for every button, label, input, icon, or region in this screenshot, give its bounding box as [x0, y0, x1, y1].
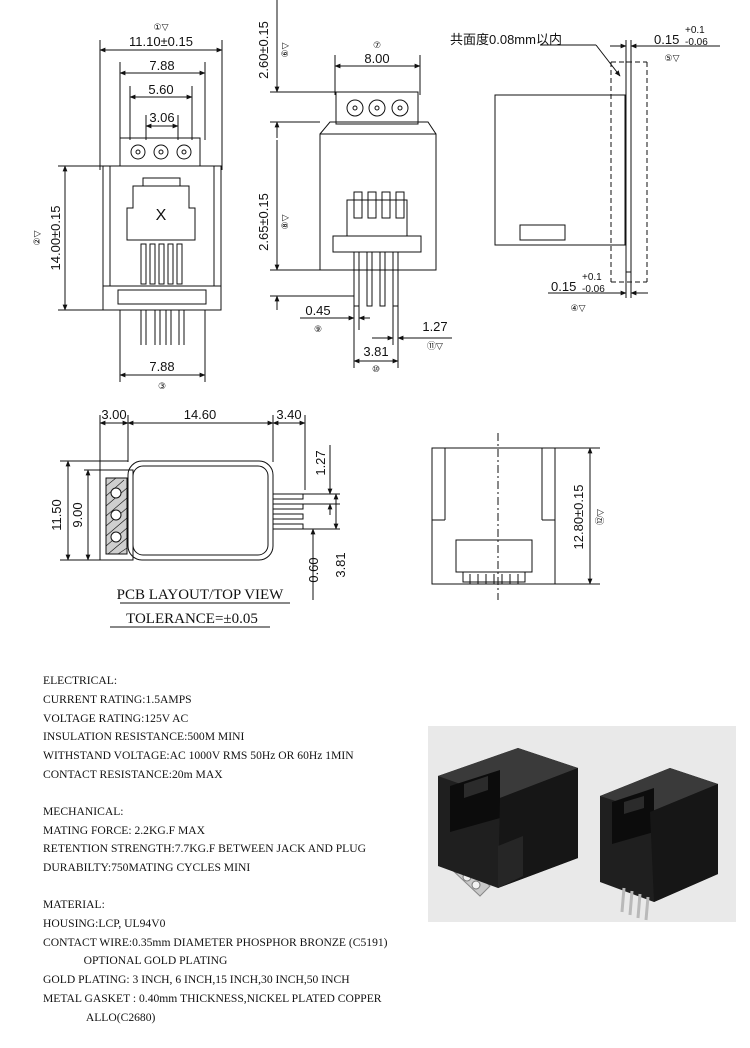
- pcb-right-offset: 3.40: [276, 407, 301, 422]
- gasket-span-dim: 5.60: [148, 82, 173, 97]
- pcb-pin-pitch: 1.27: [313, 450, 328, 475]
- mechanical-heading: MECHANICAL:: [43, 804, 124, 818]
- jack-photo-right: [600, 768, 718, 921]
- material-heading: MATERIAL:: [43, 897, 105, 911]
- overall-width-mark: ①▽: [154, 22, 169, 32]
- pcb-outer-height: 11.50: [49, 499, 64, 531]
- material-line: METAL GASKET : 0.40mm THICKNESS,NICKEL P…: [43, 991, 382, 1005]
- gap-top-mark: ⑤▽: [665, 53, 680, 63]
- pin-width-mark: ⑨: [314, 324, 322, 334]
- pcb-left-offset: 3.00: [101, 407, 126, 422]
- side-view-right: [494, 40, 720, 298]
- front-view: [431, 433, 600, 600]
- gap-bottom-base: 0.15: [551, 279, 576, 294]
- terminal-height-dim: 2.65±0.15: [256, 193, 271, 251]
- pin-span-bottom-mark: ③: [158, 381, 166, 391]
- gasket-height-dim: 2.60±0.15: [256, 21, 271, 79]
- pcb-inner-height: 9.00: [70, 502, 85, 527]
- pin-pitch-dim: 1.27: [422, 319, 447, 334]
- pin-span-bottom-dim: 7.88: [149, 359, 174, 374]
- electrical-line: WITHSTAND VOLTAGE:AC 1000V RMS 50Hz OR 6…: [43, 749, 354, 763]
- window-span-dim: 3.06: [149, 110, 174, 125]
- mechanical-line: MATING FORCE: 2.2KG.F MAX: [43, 823, 206, 837]
- gap-bottom-minus: -0.06: [582, 284, 605, 295]
- pin-width-dim: 0.45: [305, 303, 330, 318]
- front-height-dim: 12.80±0.15: [571, 485, 586, 550]
- terminal-height-mark: ⑧▽: [280, 214, 290, 229]
- electrical-line: CONTACT RESISTANCE:20m MAX: [43, 767, 223, 781]
- pcb-pin-offset: 0.60: [306, 557, 321, 582]
- gap-top-plus: +0.1: [685, 25, 705, 36]
- mechanical-line: DURABILTY:750MATING CYCLES MINI: [43, 861, 251, 875]
- electrical-line: VOLTAGE RATING:125V AC: [43, 711, 189, 725]
- body-height-mark: ②▽: [32, 230, 42, 245]
- pcb-pin-span: 3.81: [333, 552, 348, 577]
- pcb-layout-view: [60, 415, 340, 628]
- side-view-middle: [270, 0, 452, 368]
- material-line: ALLO(C2680): [43, 1010, 156, 1024]
- front-height-mark: ⑫▽: [595, 509, 605, 525]
- mechanical-line: RETENTION STRENGTH:7.7KG.F BETWEEN JACK …: [43, 842, 366, 856]
- gap-top-minus: -0.06: [685, 37, 708, 48]
- pin-span-dim: 3.81: [363, 344, 388, 359]
- material-line: OPTIONAL GOLD PLATING: [43, 954, 228, 968]
- pcb-title: PCB LAYOUT/TOP VIEW: [117, 587, 285, 603]
- body-height-dim: 14.00±0.15: [48, 206, 63, 271]
- gap-bottom-plus: +0.1: [582, 272, 602, 283]
- electrical-heading: ELECTRICAL:: [43, 674, 118, 687]
- spec-list: ELECTRICAL: CURRENT RATING:1.5AMPS VOLTA…: [43, 672, 463, 1028]
- gasket-width-mark: ⑦: [373, 40, 381, 50]
- gasket-width-dim: 8.00: [364, 51, 389, 66]
- jack-photo-left: [438, 748, 578, 897]
- material-line: HOUSING:LCP, UL94V0: [43, 916, 166, 930]
- gap-bottom-mark: ④▽: [571, 303, 586, 313]
- cross-mark: X: [156, 207, 167, 224]
- flatness-note: 共面度0.08mm以内: [450, 32, 562, 47]
- overall-width-dim: 11.10±0.15: [129, 34, 193, 49]
- top-left-view: [58, 40, 223, 382]
- electrical-line: INSULATION RESISTANCE:500M MINI: [43, 730, 245, 744]
- gap-top-base: 0.15: [654, 32, 679, 47]
- material-line: GOLD PLATING: 3 INCH, 6 INCH,15 INCH,30 …: [43, 973, 350, 987]
- pcb-tolerance: TOLERANCE=±0.05: [126, 611, 258, 627]
- pin-pitch-mark: ⑪▽: [427, 341, 443, 351]
- pcb-body-length: 14.60: [184, 407, 217, 422]
- electrical-line: CURRENT RATING:1.5AMPS: [43, 692, 192, 706]
- product-photo: [428, 726, 736, 922]
- pin-span-top-dim: 7.88: [149, 58, 174, 73]
- pin-span-mark: ⑩: [372, 364, 380, 374]
- gasket-height-mark: ⑥▽: [280, 42, 290, 57]
- material-line: CONTACT WIRE:0.35mm DIAMETER PHOSPHOR BR…: [43, 935, 388, 949]
